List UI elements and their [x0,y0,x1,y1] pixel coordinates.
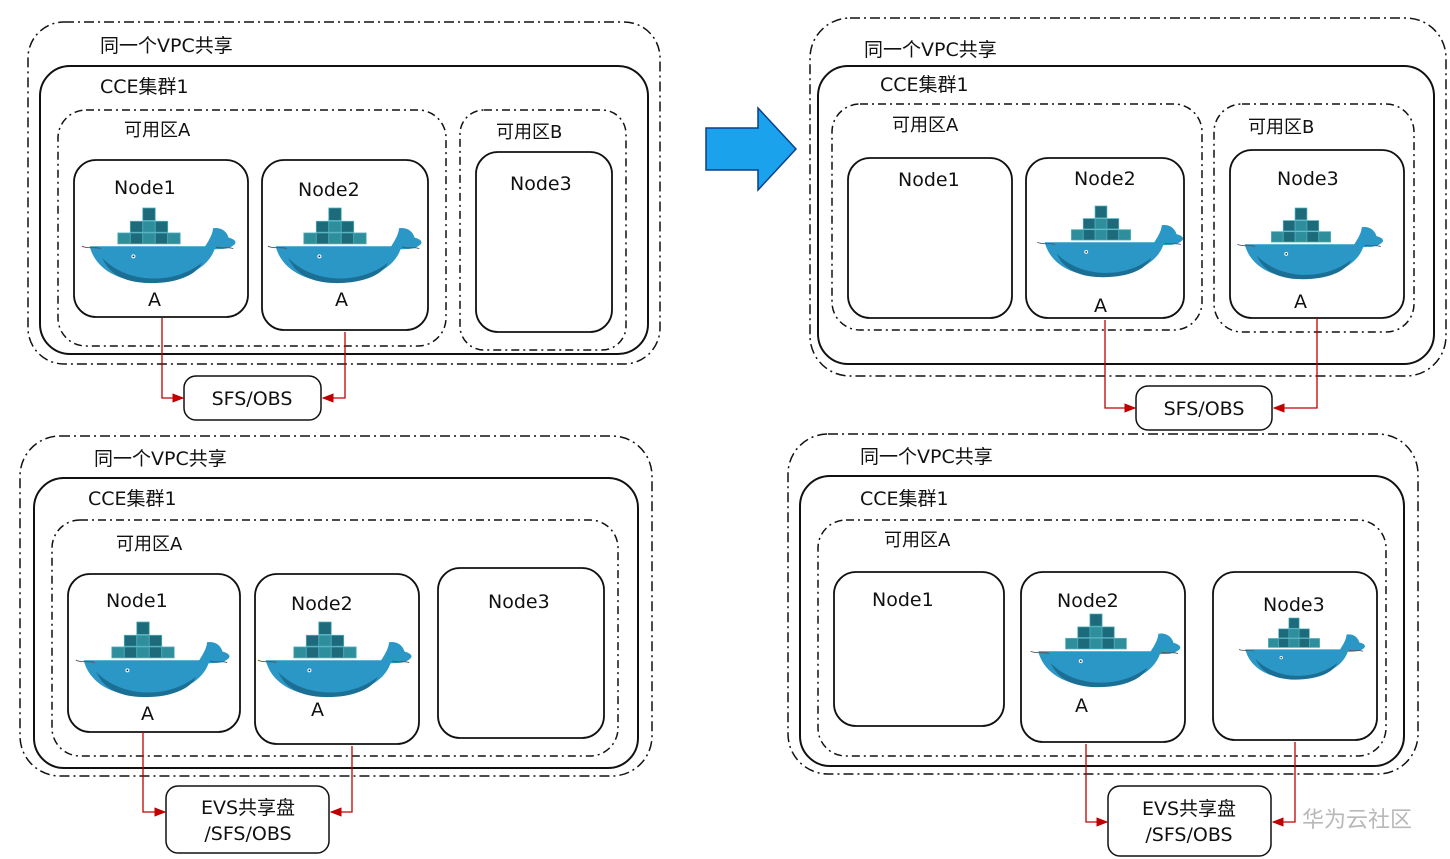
zone-a-box [51,519,619,757]
pod-label: A [1294,291,1307,313]
mount-arrow [329,746,353,817]
zone-b-label: 可用区B [1248,117,1314,138]
storage-label-line2: /SFS/OBS [204,823,291,845]
cce-cluster-box [39,65,649,355]
pod-label: A [311,699,324,721]
vpc-label: 同一个VPC共享 [100,35,233,57]
node-1-label: Node1 [872,589,934,611]
mount-arrow [1085,744,1109,827]
node-2-label: Node2 [298,179,360,201]
storage-label-line1: EVS共享盘 [1142,798,1236,820]
zone-a-box [57,109,447,347]
scenario-top-left: 同一个VPC共享 CCE集群1 可用区A 可用区B Node1 A Node2 … [27,21,661,421]
mount-arrow [1272,318,1318,413]
storage-label: SFS/OBS [212,388,293,410]
cce-cluster-box [817,65,1435,365]
vpc-boundary [27,21,661,365]
zone-b-box [1213,103,1415,333]
mount-arrow [321,332,346,403]
zone-b-label: 可用区B [496,122,562,143]
node-2-label: Node2 [291,593,353,615]
watermark: 华为云社区 [1302,808,1412,833]
node-2-box [261,159,429,331]
vpc-label: 同一个VPC共享 [94,448,227,470]
scenario-bottom-left: 同一个VPC共享 CCE集群1 可用区A Node1 A Node2 A Nod… [19,435,653,854]
node-1-box [833,571,1005,727]
mount-arrow [1104,320,1137,413]
node-3-label: Node3 [1263,594,1325,616]
cluster-label: CCE集群1 [88,488,177,510]
node-2-box [254,573,420,745]
cce-cluster-box [799,475,1405,767]
node-1-label: Node1 [898,169,960,191]
vpc-boundary [787,433,1419,775]
node-1-box [847,157,1013,319]
vpc-label: 同一个VPC共享 [860,446,993,468]
node-3-label: Node3 [488,591,550,613]
pod-label: A [148,289,161,311]
cluster-label: CCE集群1 [100,76,189,98]
mount-arrow [161,318,185,403]
storage-box [165,785,330,854]
vpc-boundary [19,435,653,777]
storage-label-line2: /SFS/OBS [1145,824,1232,846]
pod-label: A [141,703,154,725]
cluster-label: CCE集群1 [880,74,969,96]
node-1-label: Node1 [106,590,168,612]
mount-arrow [1271,742,1296,827]
storage-label: SFS/OBS [1164,398,1245,420]
scenario-top-right: 同一个VPC共享 CCE集群1 可用区A 可用区B Node1 Node2 A … [809,17,1447,431]
cce-cluster-box [33,477,639,769]
node-3-label: Node3 [510,173,572,195]
cluster-label: CCE集群1 [860,488,949,510]
node-3-box [437,567,605,739]
zone-a-box [831,103,1203,331]
scenario-bottom-right: 同一个VPC共享 CCE集群1 可用区A Node1 Node2 A Node3… [787,433,1419,857]
pod-label: A [1075,695,1088,717]
zone-a-label: 可用区A [884,530,951,551]
zone-a-label: 可用区A [892,115,959,136]
mount-arrow [142,732,167,817]
node-3-label: Node3 [1277,168,1339,190]
pod-label: A [335,289,348,311]
zone-a-label: 可用区A [124,120,191,141]
node-1-label: Node1 [114,177,176,199]
zone-b-box [459,109,627,351]
pod-label: A [1094,295,1107,317]
node-3-box [475,151,613,333]
storage-label-line1: EVS共享盘 [201,797,295,819]
zone-a-box [817,519,1387,757]
vpc-label: 同一个VPC共享 [864,39,997,61]
node-2-label: Node2 [1074,168,1136,190]
right-arrow-icon [705,106,798,192]
node-2-label: Node2 [1057,590,1119,612]
zone-a-label: 可用区A [116,534,183,555]
